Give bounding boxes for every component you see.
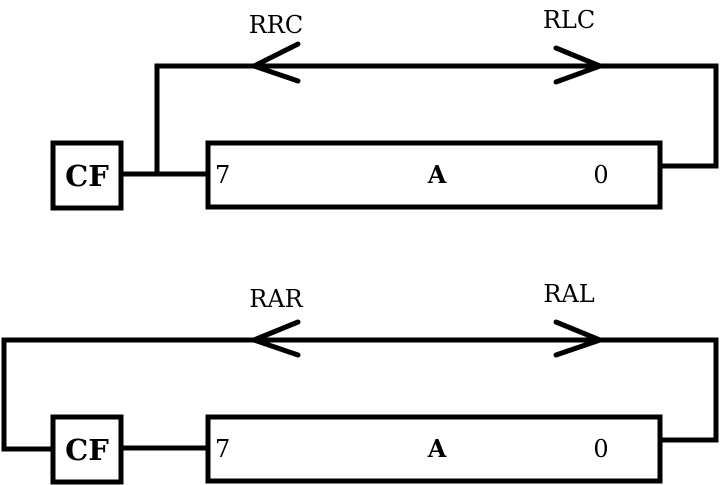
bottom-right-arrowhead — [553, 319, 608, 358]
top-lsb-label: 0 — [593, 161, 608, 189]
bottom-left-arrowhead — [246, 319, 301, 358]
bottom-left-label: RAR — [249, 285, 303, 313]
bottom-msb-label: 7 — [215, 435, 230, 463]
bottom-register-box — [205, 414, 663, 484]
top-left-arrowhead — [247, 41, 301, 84]
bottom-right-label: RAL — [543, 280, 594, 308]
top-register-box — [205, 140, 663, 210]
bottom-register-label: A — [427, 434, 447, 463]
top-carry-flag-label: CF — [65, 159, 109, 193]
bottom-carry-flag-label: CF — [65, 433, 109, 467]
top-register-label: A — [427, 160, 447, 189]
top-carry-flag-box — [50, 140, 124, 211]
top-right-arrowhead — [553, 45, 607, 85]
bottom-carry-flag-box — [50, 414, 124, 485]
bottom-diagram: RAR RAL CF 7 A 0 — [1, 280, 719, 485]
top-msb-label: 7 — [215, 161, 230, 189]
top-diagram: RRC RLC CF 7 A 0 — [50, 6, 719, 211]
bottom-loop-line — [1, 337, 719, 452]
top-left-label: RRC — [249, 11, 304, 39]
top-loop-line — [154, 63, 719, 175]
bottom-lsb-label: 0 — [593, 435, 608, 463]
top-right-label: RLC — [543, 6, 595, 34]
